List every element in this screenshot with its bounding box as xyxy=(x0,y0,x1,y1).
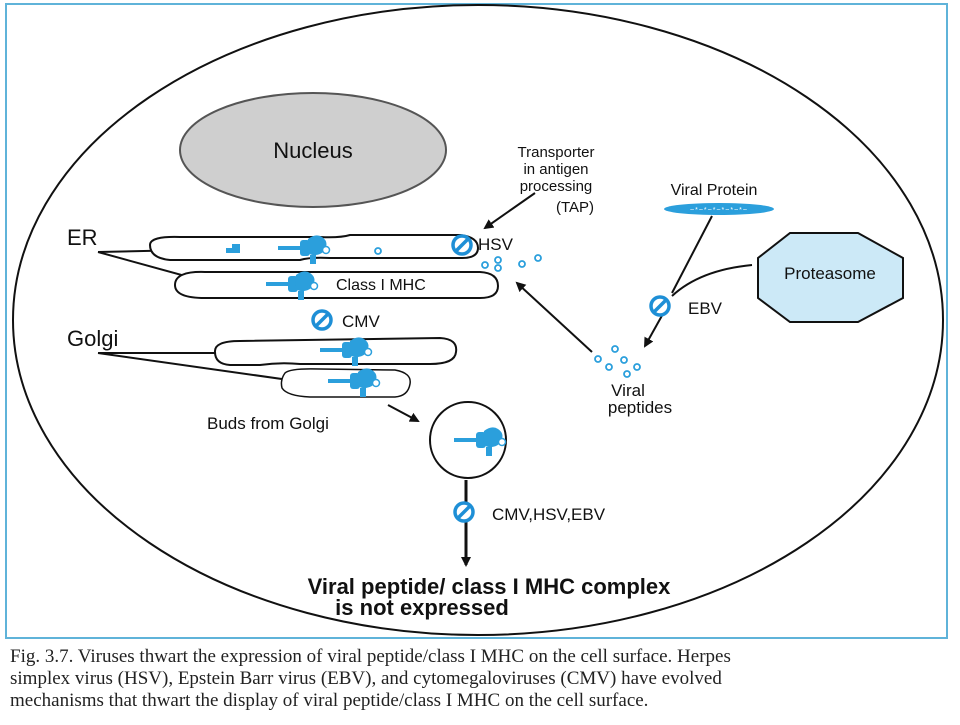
ebv-arrow xyxy=(644,311,665,348)
viral-peptides-label-line1: Viral xyxy=(611,381,645,400)
figure-frame xyxy=(5,3,948,639)
viral-peptide-dot-icon xyxy=(494,264,502,272)
proteasome-output-line xyxy=(671,264,753,297)
er-label: ER xyxy=(67,225,98,250)
viral-peptide-dot-icon xyxy=(374,247,382,255)
peptide-to-tap-arrow xyxy=(515,281,593,353)
proteasome xyxy=(757,232,904,323)
nucleus-label: Nucleus xyxy=(273,138,352,163)
cmv-label: CMV xyxy=(342,312,380,331)
viral-peptide-dot-icon xyxy=(594,355,602,363)
viral-protein-label: Viral Protein xyxy=(671,182,758,199)
cmv-hsv-ebv-block-icon xyxy=(453,501,475,523)
viral-peptide-dot-icon xyxy=(620,356,628,364)
caption-line3: mechanisms that thwart the display of vi… xyxy=(10,690,649,711)
viral-peptide-dot-icon xyxy=(623,370,631,378)
viral-protein xyxy=(664,203,774,215)
cmv-block-icon xyxy=(311,309,333,331)
tap-arrow xyxy=(483,192,536,230)
result-line1: Viral peptide/ class I MHC complex xyxy=(308,574,671,599)
viral-peptide-dot-icon xyxy=(611,345,619,353)
golgi-label: Golgi xyxy=(67,326,118,351)
cmv-hsv-ebv-label: CMV,HSV,EBV xyxy=(492,505,606,524)
ebv-block-icon xyxy=(649,295,671,317)
tap-label-line2: in antigen xyxy=(523,161,588,178)
viral-peptide-dot-icon xyxy=(518,260,526,268)
er-fragment xyxy=(232,244,240,249)
class-i-mhc-label: Class I MHC xyxy=(336,277,426,294)
buds-arrow xyxy=(387,404,420,422)
viral-peptide-dot-icon xyxy=(534,254,542,262)
viral-peptide-dot-icon xyxy=(494,256,502,264)
hsv-block-icon xyxy=(451,234,473,256)
viral-peptide-dot-icon xyxy=(605,363,613,371)
ebv-label: EBV xyxy=(688,299,723,318)
tap-label-line1: Transporter xyxy=(518,144,595,161)
result-line2: is not expressed xyxy=(335,595,509,620)
figure-caption: Fig. 3.7. Viruses thwart the expression … xyxy=(10,646,950,712)
golgi-pointer-2 xyxy=(97,352,297,382)
viral-peptides-label-line2: peptides xyxy=(608,398,672,417)
caption-line2: simplex virus (HSV), Epstein Barr virus … xyxy=(10,668,722,689)
nucleus xyxy=(179,92,447,208)
er-cisterna-lower xyxy=(173,270,500,299)
er-fragment xyxy=(226,248,240,253)
viral-protein-texture: ~*~*~*~*~*~*~ xyxy=(690,207,748,214)
tap-label-line3: processing xyxy=(520,178,593,195)
viral-peptide-dot-icon xyxy=(481,261,489,269)
viral-peptide-dot-icon xyxy=(633,363,641,371)
tap-label-line4: (TAP) xyxy=(556,199,594,216)
proteasome-label: Proteasome xyxy=(784,264,876,283)
caption-line1: Fig. 3.7. Viruses thwart the expression … xyxy=(10,646,731,667)
hsv-label: HSV xyxy=(478,235,514,254)
buds-from-golgi-label: Buds from Golgi xyxy=(207,414,329,433)
viral-protein-line xyxy=(671,215,713,294)
